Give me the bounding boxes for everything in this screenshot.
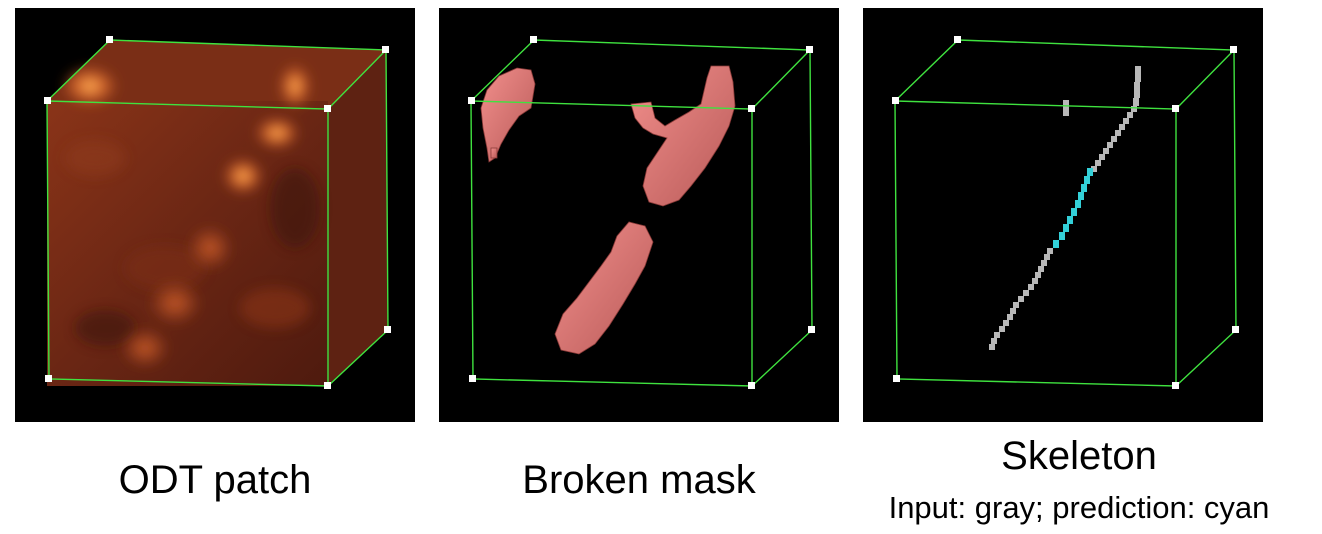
odt-texture bbox=[65, 140, 320, 346]
skeleton-panel bbox=[863, 8, 1263, 422]
mask-fragment-lower bbox=[554, 221, 654, 355]
mask-fragment-top-left bbox=[480, 67, 536, 163]
skeleton-box-corner-handles[interactable] bbox=[892, 36, 1239, 389]
skeleton-render bbox=[892, 36, 1239, 389]
broken-mask-render bbox=[468, 36, 815, 389]
skeleton-prediction-cyan bbox=[1053, 168, 1093, 248]
broken-mask-panel bbox=[439, 8, 839, 422]
odt-patch-render bbox=[44, 36, 391, 389]
skeleton-input-gray bbox=[989, 66, 1141, 350]
broken-mask-caption: Broken mask bbox=[522, 458, 756, 502]
odt-patch-panel bbox=[15, 8, 415, 422]
odt-highlights bbox=[62, 64, 311, 368]
odt-box-corner-handles[interactable] bbox=[44, 36, 391, 389]
odt-volume-side bbox=[328, 50, 388, 386]
skeleton-subcaption: Input: gray; prediction: cyan bbox=[888, 490, 1270, 525]
odt-patch-caption: ODT patch bbox=[118, 458, 312, 502]
mask-fragment-upper-right bbox=[630, 65, 736, 207]
mask-box-corner-handles[interactable] bbox=[468, 36, 815, 389]
skeleton-bounding-box bbox=[894, 39, 1237, 387]
skeleton-caption: Skeleton bbox=[1001, 434, 1157, 478]
